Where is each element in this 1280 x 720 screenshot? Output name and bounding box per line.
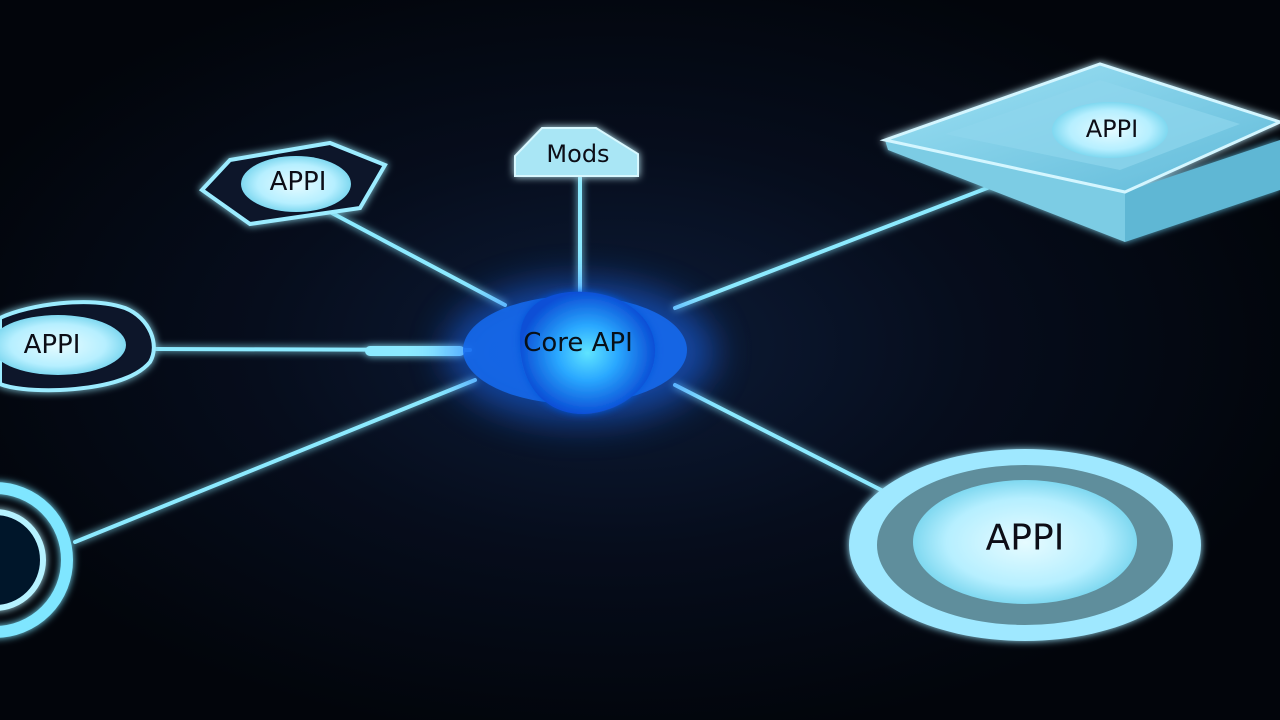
mods-label: Mods — [546, 140, 609, 168]
core-api-node[interactable]: Core API — [445, 282, 715, 422]
appi-label-bottom-right: APPI — [986, 518, 1065, 559]
appi-label-top-left: APPI — [270, 167, 327, 197]
connector-core-bottom-right — [673, 383, 887, 494]
appi-node-bottom-right[interactable]: APPI — [849, 449, 1201, 641]
connector-core-top-right — [673, 183, 997, 310]
core-api-label: Core API — [523, 328, 633, 358]
connectors — [73, 176, 997, 544]
appi-node-top-left[interactable]: APPI — [198, 140, 388, 227]
ring-node-bottom-left[interactable] — [0, 482, 73, 638]
connector-core-bottom-left — [73, 378, 477, 544]
appi-label-left: APPI — [24, 330, 81, 360]
appi-node-left[interactable]: APPI — [0, 300, 156, 393]
appi-label-top-right: APPI — [1086, 115, 1138, 143]
mods-node[interactable]: Mods — [514, 127, 639, 177]
appi-node-top-right[interactable]: APPI — [879, 62, 1280, 242]
connector-core-top-left — [328, 210, 507, 307]
